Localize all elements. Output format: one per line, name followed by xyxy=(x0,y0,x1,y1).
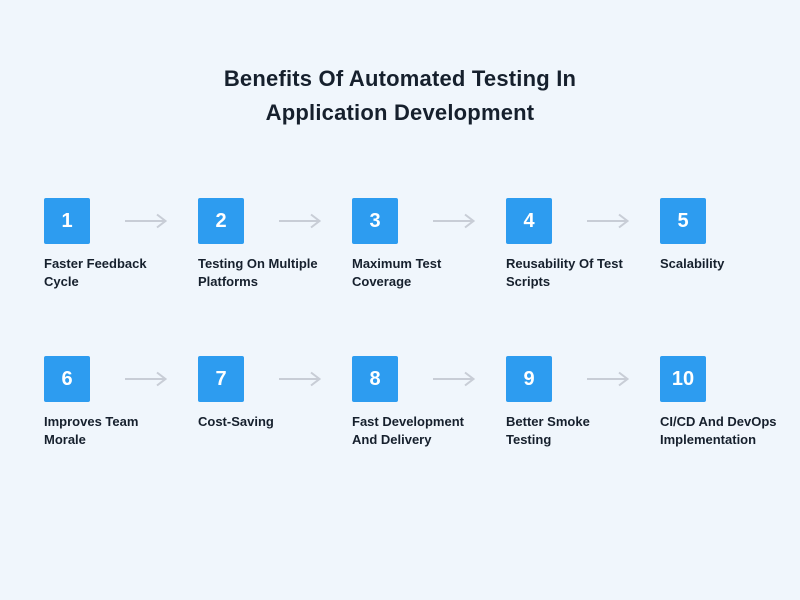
step-number-badge: 4 xyxy=(506,198,552,244)
step-label: CI/CD And DevOps Implementation xyxy=(660,414,777,447)
steps-row-2: 6 Improves Team Morale 7 Cost-Saving 8 F xyxy=(44,356,800,449)
arrow-right-icon xyxy=(433,213,476,229)
step-label: Faster Feedback Cycle xyxy=(44,256,147,289)
steps-row-1: 1 Faster Feedback Cycle 2 Testing On Mul… xyxy=(44,198,800,291)
step-number: 9 xyxy=(523,367,535,390)
arrow-right-icon xyxy=(433,371,476,387)
step-number: 4 xyxy=(523,209,535,232)
step-label: Maximum Test Coverage xyxy=(352,256,442,289)
step-number-badge: 1 xyxy=(44,198,90,244)
step-item-6: 6 Improves Team Morale xyxy=(44,356,198,449)
step-number-badge: 2 xyxy=(198,198,244,244)
step-number: 7 xyxy=(215,367,227,390)
step-item-5: 5 Scalability xyxy=(660,198,800,291)
step-label: Better Smoke Testing xyxy=(506,414,590,447)
step-item-4: 4 Reusability Of Test Scripts xyxy=(506,198,660,291)
arrow-right-icon xyxy=(125,213,168,229)
page-title: Benefits Of Automated Testing In Applicat… xyxy=(0,62,800,130)
step-number-badge: 9 xyxy=(506,356,552,402)
step-number: 1 xyxy=(61,209,73,232)
arrow-right-icon xyxy=(587,371,630,387)
step-item-9: 9 Better Smoke Testing xyxy=(506,356,660,449)
step-number: 3 xyxy=(369,209,381,232)
step-number-badge: 10 xyxy=(660,356,706,402)
arrow-right-icon xyxy=(279,213,322,229)
step-item-10: 10 CI/CD And DevOps Implementation xyxy=(660,356,800,449)
step-item-1: 1 Faster Feedback Cycle xyxy=(44,198,198,291)
step-number-badge: 5 xyxy=(660,198,706,244)
step-number-badge: 7 xyxy=(198,356,244,402)
step-item-8: 8 Fast Development And Delivery xyxy=(352,356,506,449)
step-number: 8 xyxy=(369,367,381,390)
step-label: Cost-Saving xyxy=(198,414,274,429)
arrow-right-icon xyxy=(279,371,322,387)
step-label: Scalability xyxy=(660,256,725,271)
step-number: 5 xyxy=(677,209,689,232)
step-label: Improves Team Morale xyxy=(44,414,139,447)
arrow-right-icon xyxy=(125,371,168,387)
step-item-7: 7 Cost-Saving xyxy=(198,356,352,449)
step-number-badge: 6 xyxy=(44,356,90,402)
step-label: Reusability Of Test Scripts xyxy=(506,256,623,289)
step-number: 2 xyxy=(215,209,227,232)
page-title-line1: Benefits Of Automated Testing In xyxy=(223,66,577,91)
step-number: 6 xyxy=(61,367,73,390)
step-label: Fast Development And Delivery xyxy=(352,414,464,447)
step-item-2: 2 Testing On Multiple Platforms xyxy=(198,198,352,291)
step-label: Testing On Multiple Platforms xyxy=(198,256,318,289)
step-number-badge: 8 xyxy=(352,356,398,402)
step-number: 10 xyxy=(671,367,695,390)
step-number-badge: 3 xyxy=(352,198,398,244)
page-title-line2: Application Development xyxy=(265,100,535,125)
step-item-3: 3 Maximum Test Coverage xyxy=(352,198,506,291)
arrow-right-icon xyxy=(587,213,630,229)
